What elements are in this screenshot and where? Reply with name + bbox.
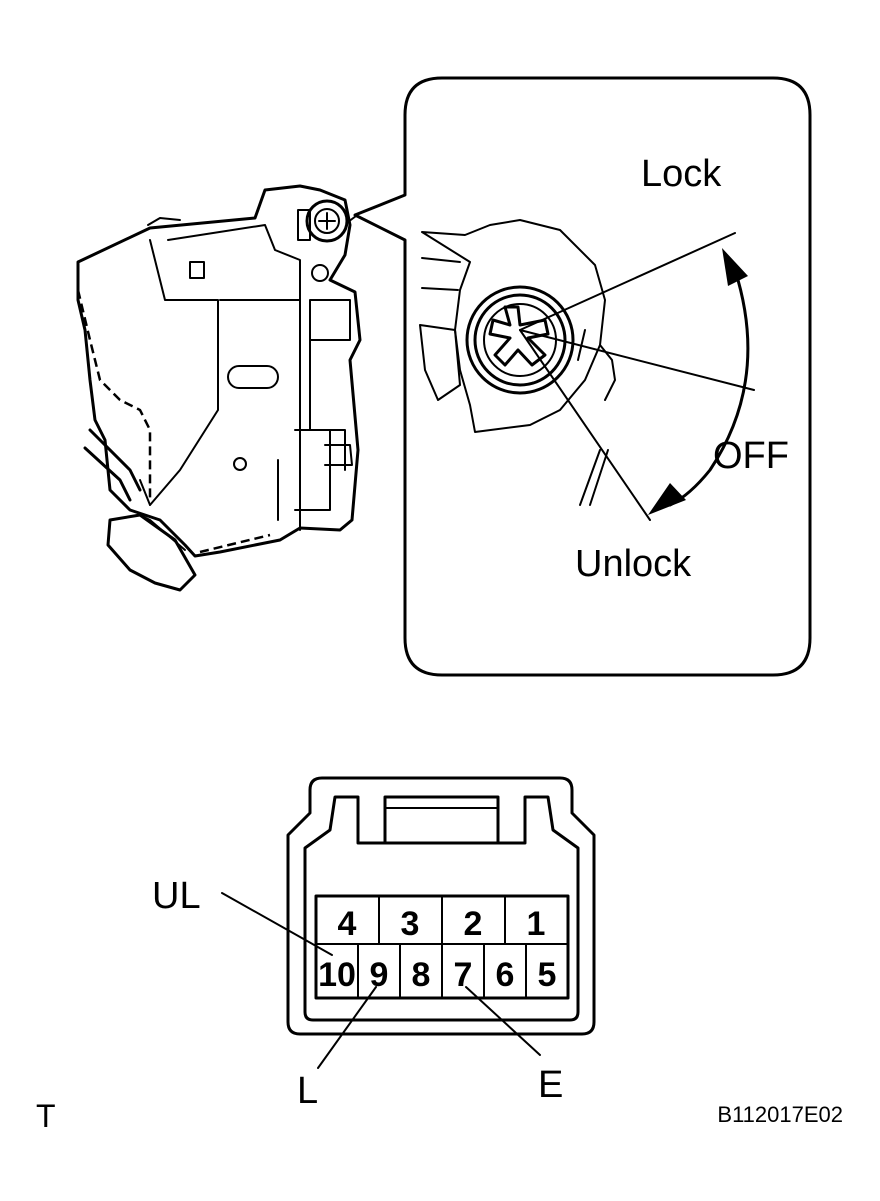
pin-7-label: 7 <box>454 956 473 994</box>
l-terminal-label: L <box>297 1070 318 1112</box>
off-label: OFF <box>713 435 789 477</box>
figure-code: B112017E02 <box>717 1102 843 1127</box>
pin-5-label: 5 <box>538 956 557 994</box>
lock-position-line <box>519 232 736 331</box>
arrow-head-down <box>648 483 686 515</box>
arrow-head-up <box>722 248 748 286</box>
unlock-position-line <box>519 329 651 521</box>
connector-front-view: 4 3 2 1 10 9 8 7 6 5 UL L E <box>152 776 596 1112</box>
footer-mark: T <box>36 1098 56 1134</box>
ul-leader-line <box>221 892 333 956</box>
e-leader-line <box>465 986 541 1056</box>
pin-4-label: 4 <box>338 905 357 943</box>
pin-10-label: 10 <box>318 956 356 994</box>
pin-2-label: 2 <box>464 905 483 943</box>
pin-9-label: 9 <box>370 956 389 994</box>
unlock-label: Unlock <box>575 543 692 585</box>
door-lock-actuator-illustration <box>76 184 362 592</box>
pin-3-label: 3 <box>401 905 420 943</box>
pin-1-label: 1 <box>527 905 546 943</box>
rotation-arc-arrow <box>668 268 750 507</box>
off-position-line <box>519 329 755 391</box>
pin-6-label: 6 <box>496 956 515 994</box>
ul-terminal-label: UL <box>152 875 201 917</box>
callout-panel: Lock OFF Unlock <box>347 76 812 677</box>
e-terminal-label: E <box>538 1064 563 1106</box>
pin-8-label: 8 <box>412 956 431 994</box>
l-leader-line <box>317 986 377 1069</box>
switch-housing-detail <box>419 219 616 506</box>
lock-label: Lock <box>641 153 722 195</box>
